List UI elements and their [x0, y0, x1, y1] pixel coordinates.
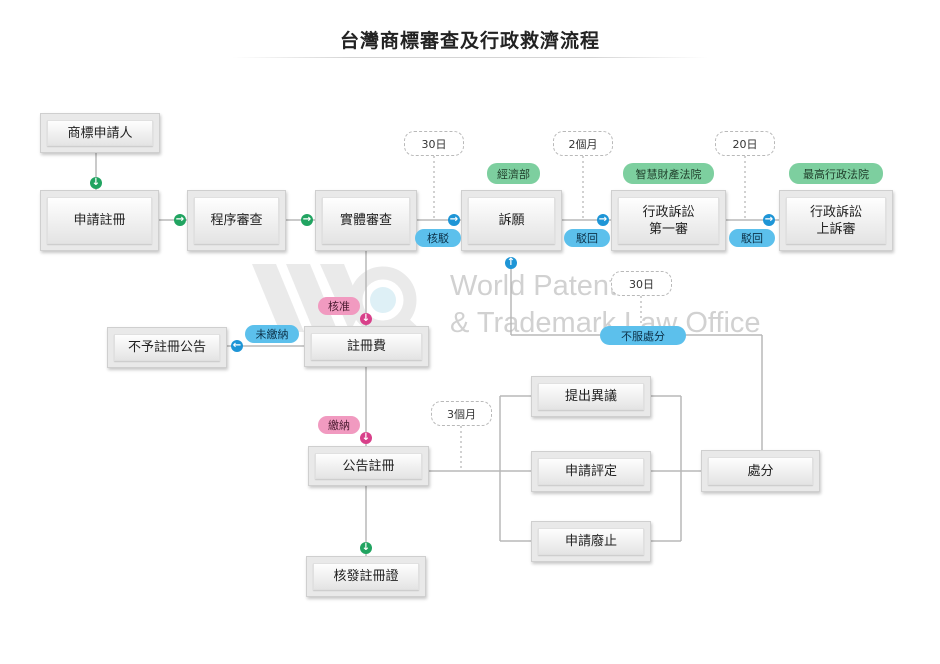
deadline-30-days-label: 30日 — [404, 131, 464, 156]
arrow-left-icon: ← — [231, 340, 243, 352]
admin-litigation-first-label: 行政訴訟 第一審 — [618, 197, 719, 244]
publish-registration-box: 公告註冊 — [308, 446, 429, 486]
publish-registration-label: 公告註冊 — [315, 453, 422, 479]
substantive-review-label: 實體審查 — [322, 197, 410, 244]
moea-label: 經濟部 — [487, 163, 540, 184]
paid-label: 繳納 — [318, 416, 360, 434]
arrow-right-icon: → — [174, 214, 186, 226]
cancellation-box: 申請廢止 — [531, 521, 651, 562]
decision-box: 處分 — [701, 450, 820, 492]
applicant-label: 商標申請人 — [47, 120, 153, 146]
deadline-2-months-label: 2個月 — [553, 131, 613, 156]
appeal-label: 訴願 — [468, 197, 555, 244]
refusal-notice-label: 不予註冊公告 — [114, 334, 220, 361]
appeal-box: 訴願 — [461, 190, 562, 251]
apply-registration-box: 申請註冊 — [40, 190, 159, 251]
cancellation-label: 申請廢止 — [538, 528, 644, 555]
approval-label: 核准 — [318, 297, 360, 315]
dismissal-label: 駁回 — [564, 229, 610, 247]
refusal-notice-box: 不予註冊公告 — [107, 327, 227, 368]
admin-litigation-first-box: 行政訴訟 第一審 — [611, 190, 726, 251]
formality-review-label: 程序審查 — [194, 197, 279, 244]
invalidation-box: 申請評定 — [531, 451, 651, 492]
watermark-line-1: World Patent — [450, 270, 618, 302]
arrow-right-icon: → — [448, 214, 460, 226]
issue-certificate-label: 核發註冊證 — [313, 563, 419, 590]
formality-review-box: 程序審查 — [187, 190, 286, 251]
page-title: 台灣商標審查及行政救濟流程 — [339, 30, 600, 52]
arrow-down-icon: ↓ — [360, 542, 372, 554]
opposition-label: 提出異議 — [538, 383, 644, 410]
substantive-review-box: 實體審查 — [315, 190, 417, 251]
registration-fee-label: 註冊費 — [311, 333, 422, 360]
decision-label: 處分 — [708, 457, 813, 485]
title-divider — [232, 57, 708, 58]
arrow-right-icon: → — [301, 214, 313, 226]
arrow-down-icon: ↓ — [360, 313, 372, 325]
deadline-30-days-label-2: 30日 — [611, 271, 672, 296]
rejection-label: 核駁 — [415, 229, 461, 247]
applicant-box: 商標申請人 — [40, 113, 160, 153]
deadline-20-days-label: 20日 — [715, 131, 775, 156]
deadline-3-months-label: 3個月 — [431, 401, 492, 426]
issue-certificate-box: 核發註冊證 — [306, 556, 426, 597]
arrow-down-icon: ↓ — [90, 177, 102, 189]
invalidation-label: 申請評定 — [538, 458, 644, 485]
unpaid-label: 未繳納 — [245, 325, 299, 343]
dismissal-label-2: 駁回 — [729, 229, 775, 247]
opposition-box: 提出異議 — [531, 376, 651, 417]
arrow-down-icon: ↓ — [360, 432, 372, 444]
admin-litigation-appeal-box: 行政訴訟 上訴審 — [779, 190, 893, 251]
dissatisfied-decision-label: 不服處分 — [600, 326, 686, 345]
apply-registration-label: 申請註冊 — [47, 197, 152, 244]
ip-court-label: 智慧財產法院 — [623, 163, 714, 184]
registration-fee-box: 註冊費 — [304, 326, 429, 367]
arrow-right-icon: → — [763, 214, 775, 226]
admin-litigation-appeal-label: 行政訴訟 上訴審 — [786, 197, 886, 244]
supreme-admin-court-label: 最高行政法院 — [789, 163, 883, 184]
arrow-right-icon: → — [597, 214, 609, 226]
arrow-up-icon: ↑ — [505, 257, 517, 269]
